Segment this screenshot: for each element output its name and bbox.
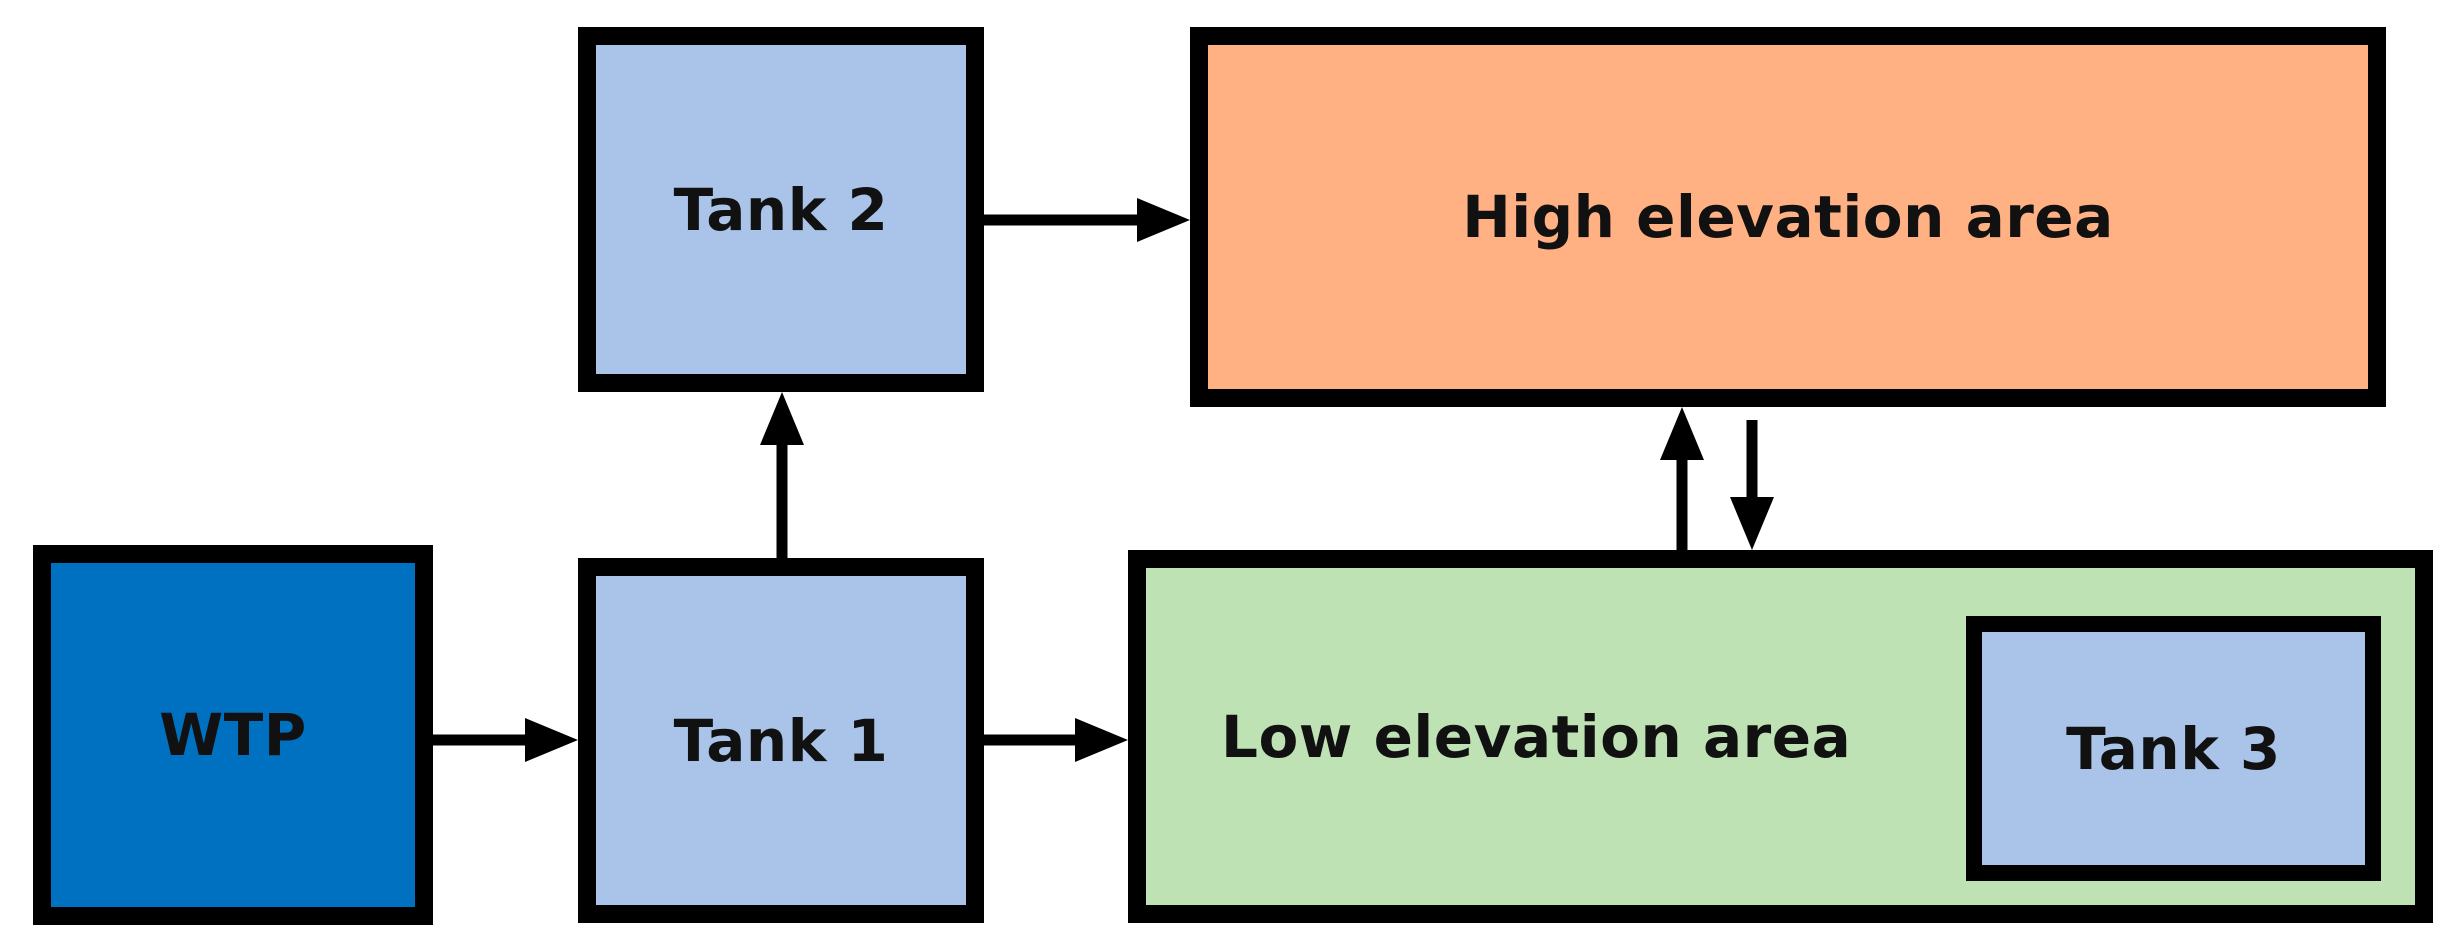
tank-1-label: Tank 1 (673, 706, 889, 775)
wtp-label: WTP (159, 701, 307, 769)
arrow-tank2-to-high-area (984, 198, 1190, 242)
high-elevation-area-node: High elevation area (1190, 27, 2386, 407)
low-elevation-area-label: Low elevation area (1221, 702, 1852, 771)
arrow-low-to-high-area (1660, 407, 1704, 550)
arrow-wtp-to-tank1 (433, 718, 578, 762)
arrow-high-to-low-area (1730, 420, 1774, 550)
high-elevation-area-label: High elevation area (1462, 183, 2114, 251)
tank-2-label: Tank 2 (673, 175, 889, 244)
tank-3-label: Tank 3 (2066, 714, 2281, 783)
low-elevation-area-node: Low elevation area Tank 3 (1128, 550, 2433, 923)
wtp-node: WTP (33, 545, 433, 925)
low-elevation-area-label-wrap: Low elevation area (1221, 568, 1851, 905)
arrow-tank1-to-tank2 (760, 392, 804, 558)
tank-3-node: Tank 3 (1966, 616, 2381, 881)
tank-1-node: Tank 1 (578, 558, 984, 923)
arrow-tank1-to-low-area (984, 718, 1128, 762)
tank-2-node: Tank 2 (578, 27, 984, 392)
